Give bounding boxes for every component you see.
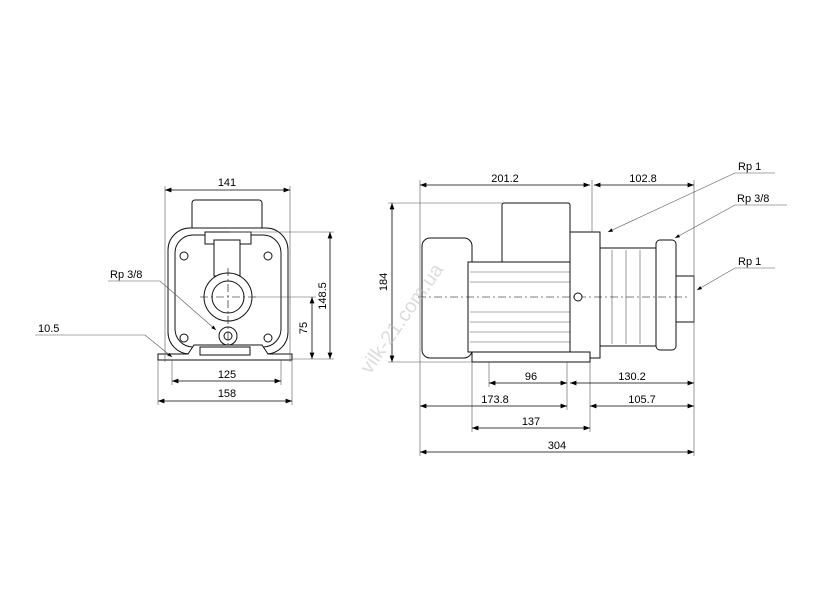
dim-10-5: 10.5 <box>38 323 59 335</box>
label-rp-3-8-priming: Rp 3/8 <box>737 193 769 205</box>
dim-184: 184 <box>378 273 390 291</box>
dim-125: 125 <box>218 369 236 381</box>
dim-105-7: 105.7 <box>628 394 656 406</box>
dim-201-2: 201.2 <box>491 173 519 185</box>
dim-158: 158 <box>218 388 236 400</box>
dim-304: 304 <box>548 440 566 452</box>
dim-75: 75 <box>298 322 310 334</box>
label-rp-3-8-front: Rp 3/8 <box>110 269 142 281</box>
dim-173-8: 173.8 <box>481 394 509 406</box>
front-view-pump <box>157 199 293 361</box>
dim-102-8: 102.8 <box>629 173 657 185</box>
front-view-dimensions: 141 148.5 75 125 158 Rp 3/8 10.5 <box>35 177 334 405</box>
side-view-dimensions: 201.2 102.8 184 96 130.2 173.8 105.7 137… <box>378 161 787 456</box>
dim-148-5: 148.5 <box>317 282 329 310</box>
label-rp-1-discharge: Rp 1 <box>738 161 761 173</box>
dim-141: 141 <box>218 177 236 189</box>
dim-96: 96 <box>525 371 537 383</box>
dim-130-2: 130.2 <box>618 371 646 383</box>
side-view-pump <box>418 202 695 363</box>
label-rp-1-suction: Rp 1 <box>738 256 761 268</box>
dim-137: 137 <box>522 416 540 428</box>
